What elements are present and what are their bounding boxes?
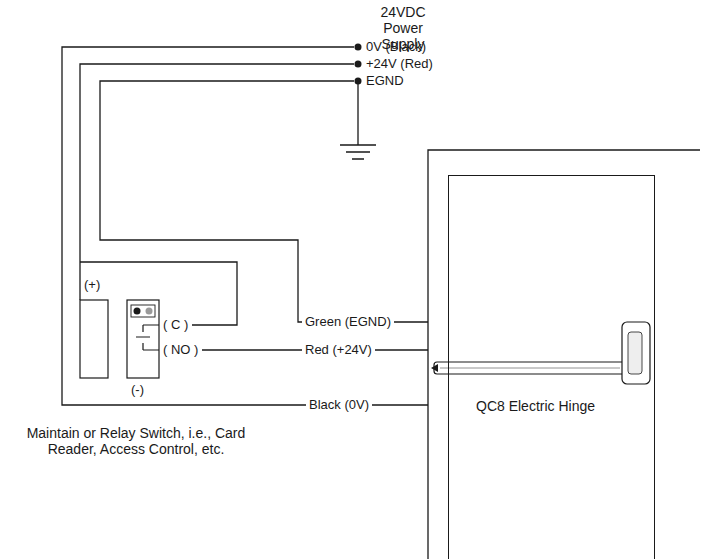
door-frame: [428, 150, 700, 559]
relay-switch: [80, 300, 159, 378]
terminal-label: +24V (Red): [366, 56, 433, 72]
terminal-label: 0V (Black): [366, 39, 426, 55]
wire-label: Green (EGND): [302, 314, 394, 330]
ground-symbol: [340, 81, 376, 159]
black-wire: [62, 47, 428, 405]
wire-label: Black (0V): [306, 397, 372, 413]
exit-device: [431, 322, 650, 384]
polarity-label: (+): [84, 277, 100, 293]
terminal-label: EGND: [366, 73, 404, 89]
door-panel: QC8 Electric Hinge: [448, 175, 655, 559]
terminal-dots: [355, 44, 362, 85]
switch-caption: Maintain or Relay Switch, i.e., Card Rea…: [17, 425, 255, 457]
red-wire: [80, 64, 354, 300]
wire-label: Red (+24V): [302, 342, 375, 358]
green-wire: [100, 81, 428, 322]
contact-label: ( NO ): [163, 342, 198, 358]
polarity-label: (-): [131, 382, 144, 398]
device-label: QC8 Electric Hinge: [476, 398, 595, 414]
contact-label: ( C ): [163, 317, 188, 333]
